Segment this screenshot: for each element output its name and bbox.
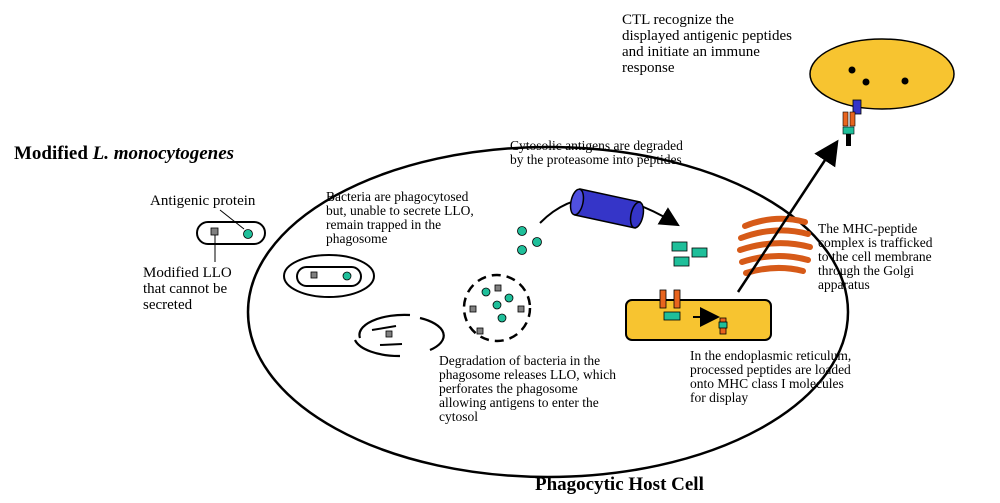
- proteasome-text: Cytosolic antigens are degraded by the p…: [510, 138, 683, 167]
- ctl-cell: [809, 38, 955, 115]
- modified-bacterium: [196, 221, 266, 245]
- golgi-text: The MHC-peptide complex is trafficked to…: [818, 221, 933, 292]
- title-species: L. monocytogenes: [92, 143, 235, 164]
- phagosome-intact: [283, 254, 375, 298]
- title-prefix: Modified: [14, 143, 93, 164]
- trafficking-arrow: [736, 139, 839, 293]
- antigen-pointer-line: [219, 209, 245, 230]
- bacterium-title: Modified L. monocytogenes: [14, 143, 234, 165]
- endoplasmic-reticulum: [625, 289, 772, 341]
- phagosome-degrading: [354, 313, 445, 358]
- phagocytosed-text: Bacteria are phagocytosed but, unable to…: [326, 189, 474, 246]
- released-contents: [462, 273, 532, 343]
- peptides: [671, 241, 708, 267]
- host-cell-membrane: [246, 145, 850, 479]
- llo-particle: [210, 227, 219, 236]
- degradation-text: Degradation of bacteria in the phagosome…: [439, 353, 616, 424]
- er-text: In the endoplasmic reticulum, processed …: [690, 348, 852, 405]
- golgi-apparatus: [737, 215, 813, 276]
- ctl-text: CTL recognize the displayed antigenic pe…: [622, 12, 792, 76]
- antigen-particle: [243, 229, 253, 239]
- proteasome: [569, 188, 645, 229]
- cytosolic-antigens: [517, 226, 542, 255]
- mhc-complex-membrane: [842, 111, 856, 146]
- modified-llo-label: Modified LLO that cannot be secreted: [143, 265, 232, 313]
- host-cell-label: Phagocytic Host Cell: [535, 474, 704, 495]
- antigenic-protein-label: Antigenic protein: [150, 193, 256, 209]
